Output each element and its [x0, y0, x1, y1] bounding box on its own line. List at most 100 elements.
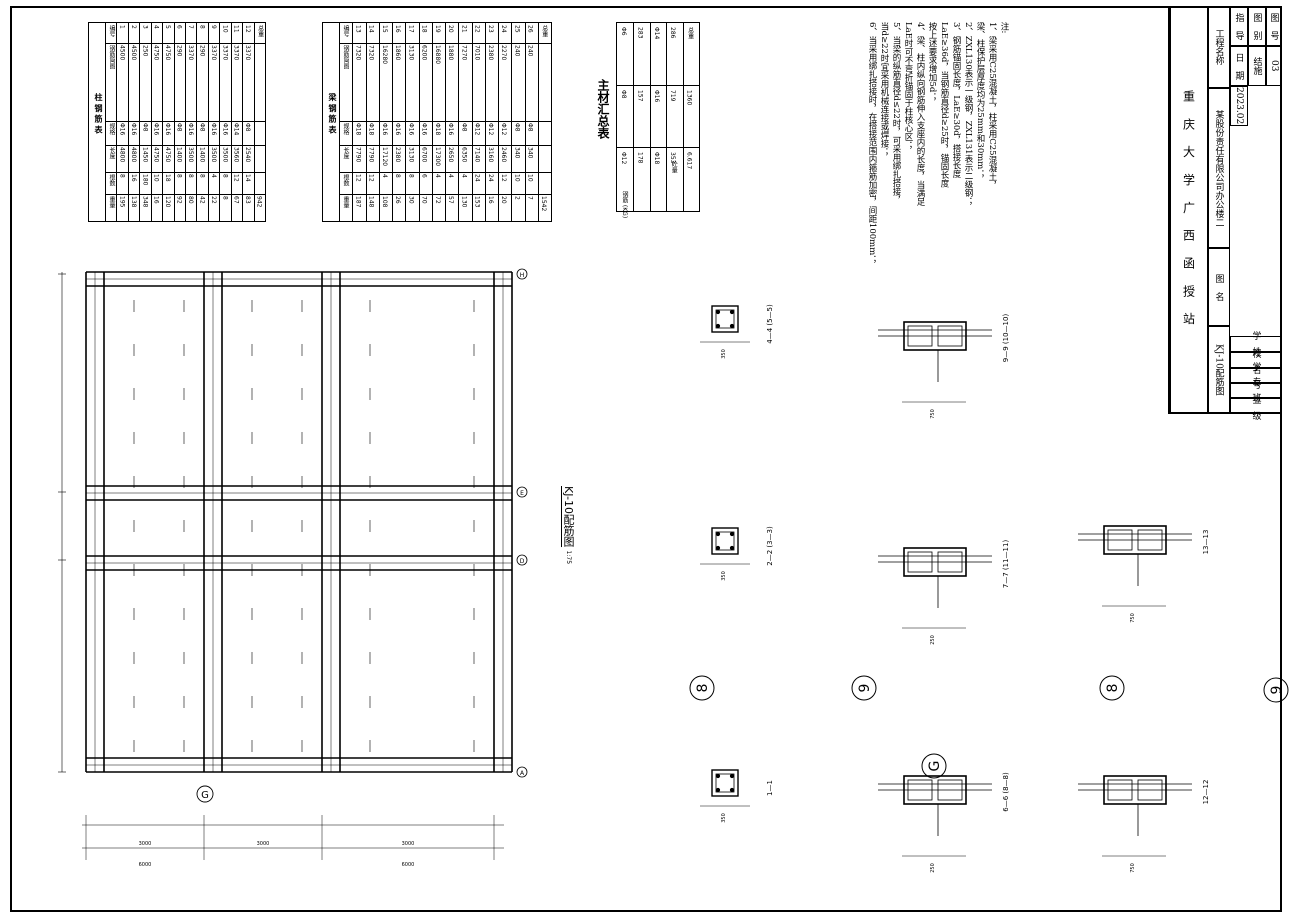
column-table-cell: 22 — [209, 196, 217, 204]
dimension-value: 3000 — [402, 841, 415, 847]
column-table-cell: Φ16 — [221, 122, 229, 136]
rebar-dot — [715, 773, 721, 779]
section-label: 13—13 — [1202, 530, 1210, 555]
category-value: 结施 — [1248, 46, 1266, 86]
elevation-scale: 1:75 — [565, 550, 572, 565]
column-table-cell: 8 — [187, 174, 194, 178]
column-table-header-cell: 钢筋简图 — [108, 45, 115, 70]
beam-table-cell: 17 — [407, 25, 415, 33]
column-table-cell: 16 — [129, 174, 137, 182]
beam-table-cell: 7010 — [473, 45, 481, 61]
table-rule — [682, 23, 684, 211]
beam-table-cell: 16280 — [380, 45, 388, 65]
instructor-label: 指 导 — [1230, 6, 1248, 46]
rebar-dot — [729, 787, 735, 793]
column-table-header-cell: 编号 — [108, 25, 115, 37]
beam-table-cell: 10 — [513, 174, 521, 182]
beam-table-cell: 20 — [447, 25, 454, 33]
material-concrete-label: 砼量 — [670, 161, 678, 174]
section-label: 2—2 (3—3) — [766, 526, 774, 566]
beam-table-cell: Φ18 — [367, 122, 375, 136]
category-label: 图 别 — [1248, 6, 1266, 46]
beam-table-total-label: 总重 — [540, 25, 548, 37]
column-table-cell: Φ16 — [164, 122, 172, 136]
beam-table-cell: 3130 — [407, 45, 415, 61]
column-table-cell: 2540 — [244, 147, 252, 163]
beam-table-cell: 6350 — [460, 147, 468, 163]
column-table-cell: 3370 — [209, 45, 217, 61]
axis-label-g: G — [201, 790, 209, 801]
column-table-cell: 18 — [164, 174, 172, 182]
circled-mark — [689, 675, 715, 701]
drawing-label: 图 名 — [1208, 248, 1230, 326]
beam-table-cell: Φ8 — [460, 122, 468, 132]
beam-table-cell: 19 — [433, 25, 441, 33]
column-table-cell: 67 — [232, 196, 240, 204]
beam-table-cell: 2380 — [394, 147, 401, 163]
beam-table-cell: 148 — [367, 196, 375, 208]
axis-bubble — [516, 766, 528, 778]
beam-table-cell: 7320 — [367, 45, 375, 61]
column-table-cell: 250 — [141, 45, 149, 57]
column-table-cell: 12 — [244, 25, 252, 33]
table-rule — [617, 147, 699, 149]
axis-bubble — [516, 486, 528, 498]
notes-text: 注:1、梁采用C25混凝土，柱采用C25混凝土， 梁、柱保护层厚度均为25mm和… — [866, 22, 1010, 264]
date-value: 2023.02 — [1230, 86, 1248, 126]
table-rule — [150, 23, 152, 221]
date-label: 日 期 — [1230, 46, 1248, 86]
section-label: 12—12 — [1202, 780, 1210, 805]
beam-table-cell: 4 — [447, 174, 454, 178]
beam-table-cell: 4 — [380, 174, 388, 178]
beam-table-cell: Φ12 — [486, 122, 494, 136]
beam-table-cell: Φ12 — [500, 122, 507, 136]
column-table-cell: 4800 — [118, 147, 126, 163]
beam-table-cell: 24 — [473, 174, 481, 182]
beam-table-cell: Φ16 — [394, 122, 401, 136]
table-rule — [207, 23, 209, 221]
beam-table-cell: 70 — [420, 196, 428, 204]
material-header: Φ8 — [620, 89, 627, 99]
dimension-value: 6000 — [402, 862, 415, 868]
major-row: 专 业 — [1230, 377, 1282, 404]
material-cell: 157 — [636, 89, 644, 102]
column-table-cell: 10 — [152, 174, 160, 182]
table-rule — [230, 23, 232, 221]
column-table-cell: 12 — [232, 174, 240, 182]
table-rule — [484, 23, 486, 221]
table-rule — [339, 23, 340, 221]
dimension-value: 3000 — [257, 841, 270, 847]
beam-table-title: 梁 钢 筋 表 — [328, 93, 337, 134]
table-rule — [458, 23, 460, 221]
column-table-cell: 120 — [164, 196, 172, 208]
beam-table-cell: 340 — [526, 147, 534, 159]
beam-table-cell: 1860 — [394, 45, 401, 61]
beam-table-cell: 17120 — [380, 147, 388, 167]
note-line: 5、当梁的纵筋直径d≤22时，可采用绑扎搭接， — [891, 22, 901, 204]
rebar-dot — [715, 545, 721, 551]
column-table-cell: Φ16 — [129, 122, 137, 136]
beam-table-cell: 108 — [380, 196, 388, 208]
column-table-cell: 83 — [244, 196, 252, 204]
circled-mark — [1263, 677, 1289, 703]
beam-table-cell: 6 — [420, 174, 428, 178]
column-table-cell: 180 — [141, 174, 149, 186]
beam-table-cell: Φ16 — [447, 122, 454, 136]
beam-table-cell: 130 — [460, 196, 468, 208]
table-rule — [173, 23, 175, 221]
beam-table-cell: 2270 — [500, 45, 507, 61]
rebar-dot — [729, 323, 735, 329]
id-row: 学 号 — [1230, 362, 1282, 389]
project-label: 工程名称 — [1208, 6, 1230, 88]
column-table-cell: 290 — [175, 45, 183, 57]
beam-table-cell: 18 — [420, 25, 428, 33]
stirrup-outline — [715, 531, 735, 551]
beam-table-total-value: 1542 — [539, 196, 547, 212]
beam-table-cell: Φ16 — [420, 122, 428, 136]
table-rule — [253, 23, 255, 221]
column-table-cell: 8 — [198, 174, 206, 178]
beam-table-cell: 2650 — [447, 147, 454, 163]
material-cell: Φ14 — [652, 27, 660, 40]
